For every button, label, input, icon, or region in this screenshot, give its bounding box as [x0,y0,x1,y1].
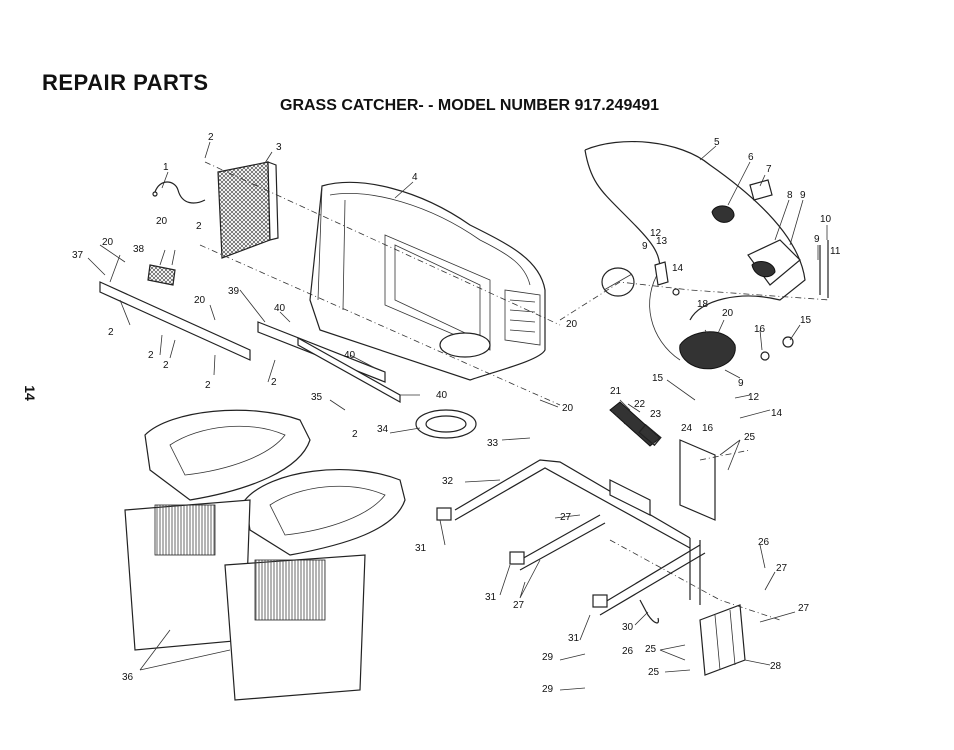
callout-10: 10 [820,214,832,225]
callout-32: 32 [442,476,454,487]
callout-23: 23 [650,409,662,420]
part-5-chute [584,141,806,361]
callout-40: 40 [344,350,356,361]
callout-31: 31 [568,633,580,644]
callout-25: 25 [744,432,756,443]
callout-15: 15 [800,315,812,326]
callout-20: 20 [722,308,734,319]
callout-31: 31 [415,543,427,554]
part-35-bag-frame-left [144,409,311,501]
callout-2: 2 [271,377,277,388]
callout-5: 5 [714,137,720,148]
part-28-hitch-plate [699,604,746,676]
callout-9: 9 [642,241,648,252]
callout-9: 9 [814,234,820,245]
callout-20: 20 [566,319,578,330]
callout-25: 25 [645,644,657,655]
part-8-bracket [747,239,801,286]
callout-33: 33 [487,438,499,449]
part-30-clip [639,599,660,624]
alignment-lines [199,161,831,621]
callout-20: 20 [156,216,168,227]
callout-2: 2 [196,221,202,232]
part-23-sleeve [638,423,662,447]
callout-40: 40 [274,303,286,314]
callout-18: 18 [697,299,709,310]
callout-2: 2 [163,360,169,371]
callout-2: 2 [148,350,154,361]
page-title: REPAIR PARTS [42,70,209,95]
part-35-bag-frame-right [244,468,406,556]
callout-11: 11 [830,246,841,257]
callout-29: 29 [542,652,554,663]
callout-21: 21 [610,386,622,397]
part-36-bag-right [224,554,366,701]
callout-4: 4 [412,172,418,183]
callout-30: 30 [622,622,634,633]
part-31-caps [436,507,608,608]
part-10-11-rods [819,240,829,298]
part-37-rail [99,264,251,361]
part-12-disc [601,267,635,297]
callout-27: 27 [560,512,572,523]
callout-28: 28 [770,661,782,672]
part-1-cable [152,181,206,204]
part-36-bag-left [124,499,251,651]
callout-29: 29 [542,684,554,695]
callout-16: 16 [754,324,766,335]
callout-27: 27 [776,563,788,574]
callout-39: 39 [228,286,240,297]
callout-6: 6 [748,152,754,163]
callout-20: 20 [194,295,206,306]
callout-9: 9 [738,378,744,389]
callout-7: 7 [766,164,772,175]
callout-3: 3 [276,142,282,153]
callout-25: 25 [648,667,660,678]
part-3-screen [217,161,279,259]
callout-38: 38 [133,244,145,255]
callout-14: 14 [672,263,684,274]
callout-12: 12 [650,228,662,239]
callout-35: 35 [311,392,323,403]
callout-2: 2 [205,380,211,391]
part-39-rail [257,321,401,404]
callout-26: 26 [622,646,634,657]
part-34-ring [415,409,477,439]
part-6-knob [711,205,735,223]
callout-24: 24 [681,423,693,434]
part-24-bracket [609,439,716,521]
part-4-catcher-housing [309,181,546,381]
callout-26: 26 [758,537,770,548]
callout-12: 12 [748,392,760,403]
callout-16: 16 [702,423,714,434]
callout-labels: 2 3 1 4 5 6 7 8 9 10 9 11 20 2 20 38 37 … [72,132,841,695]
part-18-deflector [679,331,794,370]
part-13-pivot [654,261,680,296]
callout-40: 40 [436,390,448,401]
callout-34: 34 [377,424,389,435]
callout-37: 37 [72,250,84,261]
callout-13: 13 [656,236,668,247]
callout-1: 1 [163,162,169,173]
callout-15: 15 [652,373,664,384]
callout-20: 20 [562,403,574,414]
callout-2: 2 [352,429,358,440]
callout-2: 2 [208,132,214,143]
callout-14: 14 [771,408,783,419]
callout-2: 2 [108,327,114,338]
callout-8: 8 [787,190,793,201]
callout-27: 27 [513,600,525,611]
callout-9: 9 [800,190,806,201]
callout-22: 22 [634,399,646,410]
diagram-subtitle: GRASS CATCHER- - MODEL NUMBER 917.249491 [280,97,660,114]
callout-27: 27 [798,603,810,614]
callout-36: 36 [122,672,134,683]
callout-31: 31 [485,592,497,603]
leader-lines [87,141,828,691]
callout-20: 20 [102,237,114,248]
